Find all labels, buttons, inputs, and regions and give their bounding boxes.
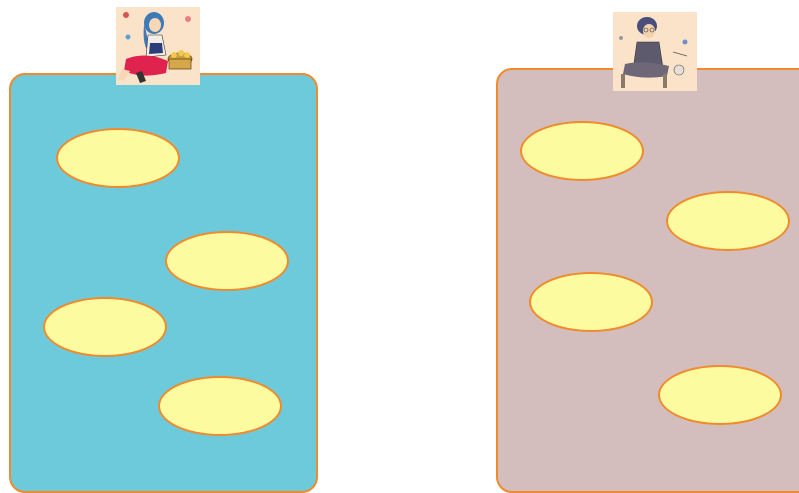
- left-bubble-4[interactable]: [158, 376, 282, 436]
- girl-portrait-icon: [116, 7, 200, 85]
- right-bubble-3[interactable]: [529, 272, 653, 332]
- right-bubble-2[interactable]: [666, 191, 790, 251]
- left-bubble-3[interactable]: [43, 297, 167, 357]
- right-bubble-4[interactable]: [658, 365, 782, 425]
- left-bubble-2[interactable]: [165, 231, 289, 291]
- right-bubble-1[interactable]: [520, 121, 644, 181]
- elderly-woman-portrait-icon: [613, 12, 697, 91]
- left-bubble-1[interactable]: [56, 128, 180, 188]
- left-panel: [9, 73, 318, 493]
